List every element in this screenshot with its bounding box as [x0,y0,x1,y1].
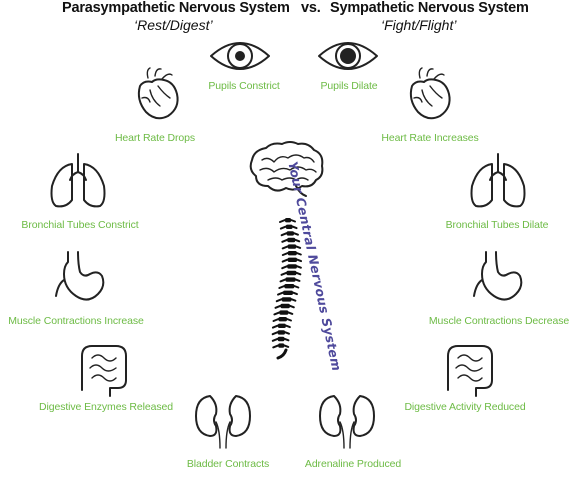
kidneys-icon [192,392,254,450]
lungs-icon [46,152,110,210]
title-sympathetic: Sympathetic Nervous System [330,0,529,16]
title-parasympathetic: Parasympathetic Nervous System [62,0,290,16]
title-vs: vs. [301,0,321,16]
label-pupils-dilate: Pupils Dilate [320,80,378,92]
label-bladder-contracts: Bladder Contracts [186,458,270,470]
label-bronchial-tubes-constrict: Bronchial Tubes Constrict [21,219,139,231]
intestines-icon [440,338,498,398]
intestines-icon [74,338,132,398]
stomach-icon [470,250,528,304]
brain-icon [246,140,326,202]
heart-icon [128,66,184,124]
stomach-icon [52,250,110,304]
label-bronchial-tubes-dilate: Bronchial Tubes Dilate [445,219,549,231]
spine-icon [266,214,306,360]
label-digestive-activity-reduced: Digestive Activity Reduced [404,401,526,413]
label-adrenaline-produced: Adrenaline Produced [304,458,402,470]
subtitle-fight-flight: ‘Fight/Flight’ [381,17,457,33]
label-pupils-constrict: Pupils Constrict [208,80,280,92]
label-heart-rate-drops: Heart Rate Drops [114,132,196,144]
lungs-icon [466,152,530,210]
eye-icon [316,36,380,76]
subtitle-rest-digest: ‘Rest/Digest’ [134,17,213,33]
heart-icon [400,66,456,124]
label-muscle-contractions-decrease: Muscle Contractions Decrease [428,315,570,327]
kidneys-icon [316,392,378,450]
eye-icon [208,36,272,76]
label-muscle-contractions-increase: Muscle Contractions Increase [8,315,144,327]
label-heart-rate-increases: Heart Rate Increases [381,132,479,144]
label-digestive-enzymes-released: Digestive Enzymes Released [39,401,173,413]
